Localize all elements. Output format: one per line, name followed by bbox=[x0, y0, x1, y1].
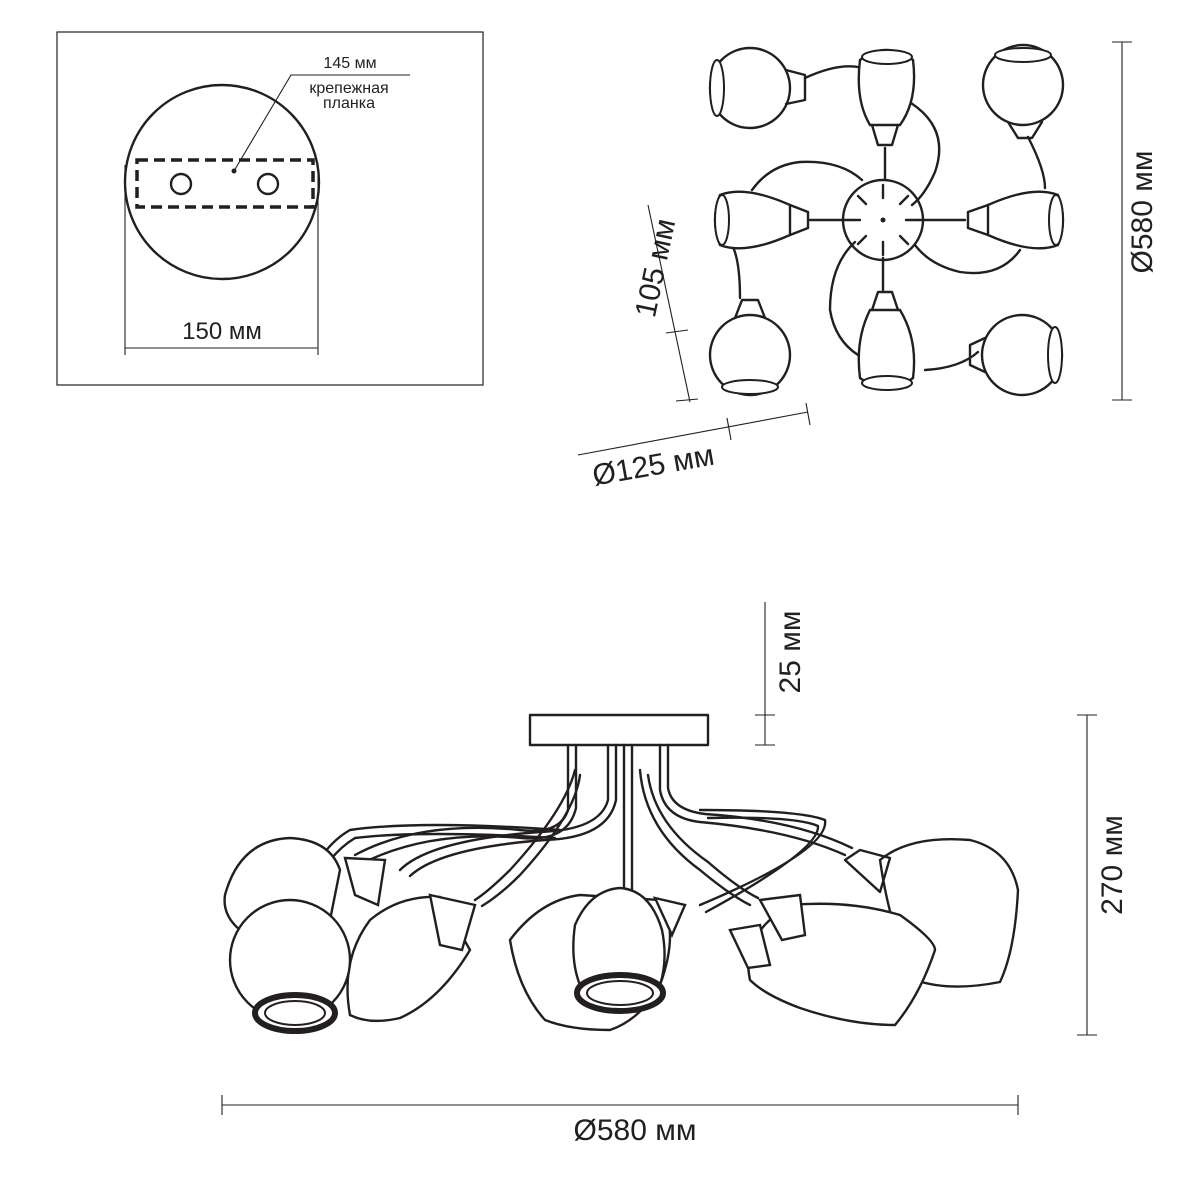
dim-150-label: 150 мм bbox=[182, 318, 262, 345]
dim-580-side-label: Ø580 мм bbox=[574, 1114, 697, 1147]
side-canopy bbox=[528, 713, 710, 747]
dim-145-label: 145 мм bbox=[323, 55, 376, 72]
mounting-plate-panel: 145 мм крепежная планка 150 мм bbox=[56, 31, 484, 386]
side-view: 25 мм 270 мм Ø580 мм bbox=[221, 602, 1129, 1147]
dim-580-top-label: Ø580 мм bbox=[1126, 151, 1159, 274]
side-shade-front-center bbox=[572, 886, 666, 1014]
side-shade-front-left bbox=[228, 898, 352, 1034]
dim-270-label: 270 мм bbox=[1096, 815, 1129, 915]
side-shade-mid-right bbox=[728, 893, 937, 1027]
top-shade-3 bbox=[981, 43, 1065, 140]
top-shade-4 bbox=[713, 190, 810, 250]
top-shade-7 bbox=[857, 290, 916, 391]
hub-center-dot bbox=[880, 217, 886, 223]
top-shade-5 bbox=[966, 190, 1065, 250]
top-view: 105 мм Ø125 мм Ø580 мм bbox=[577, 41, 1159, 493]
dim-105-label: 105 мм bbox=[629, 216, 682, 320]
top-shade-8 bbox=[968, 313, 1064, 397]
top-shade-1 bbox=[708, 46, 807, 130]
top-shade-6 bbox=[708, 298, 792, 397]
bar-label-line1: крепежная bbox=[309, 80, 388, 97]
side-shade-mid-left bbox=[343, 856, 477, 1023]
dim-125-label: Ø125 мм bbox=[590, 439, 717, 493]
mounting-bar-outline bbox=[135, 158, 315, 209]
top-shade-2 bbox=[857, 48, 916, 147]
mounting-hole-right bbox=[256, 172, 280, 196]
leader-line bbox=[233, 74, 410, 172]
panel-frame bbox=[56, 31, 484, 386]
ceiling-canopy-circle bbox=[123, 83, 321, 281]
bar-label-line2: планка bbox=[323, 95, 375, 112]
dim-25-label: 25 мм bbox=[774, 611, 807, 694]
mounting-hole-left bbox=[169, 172, 193, 196]
